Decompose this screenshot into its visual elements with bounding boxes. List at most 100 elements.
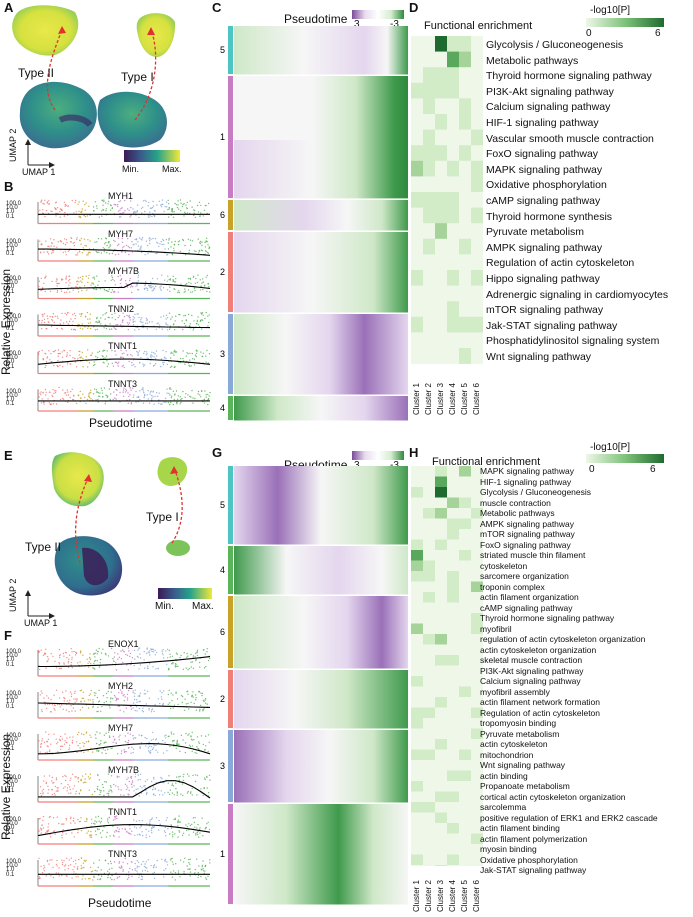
- y-tick-label: 100.0: [6, 201, 22, 207]
- pathway-label: Calcium signaling pathway: [480, 676, 581, 686]
- umap-axis-x-top: UMAP 1: [22, 167, 56, 177]
- y-tick-label: 1.0: [6, 825, 15, 832]
- cluster-column-label: Cluster 4: [448, 879, 457, 912]
- y-tick-label: 0.1: [6, 401, 15, 408]
- heatmap-legend-bottom: [352, 451, 404, 460]
- umap-cluster-bottom-left-top: [19, 81, 97, 149]
- enrichment-legend-max-top: 6: [655, 28, 661, 39]
- enrichment-heatmap-bottom: [411, 466, 483, 866]
- gene-label: ENOX1: [108, 639, 139, 649]
- umap-axis-x-bottom: UMAP 1: [24, 618, 58, 628]
- cluster-label: 6: [220, 210, 225, 220]
- enrichment-legend-min-top: 0: [586, 28, 592, 39]
- cluster-label: 5: [220, 500, 225, 510]
- expression-plots-bottom: [37, 647, 211, 887]
- trajectory-arrow-type2-bottom: [74, 477, 89, 564]
- pathway-label: positive regulation of ERK1 and ERK2 cas…: [480, 812, 658, 823]
- y-tick-label: 0.1: [6, 213, 15, 220]
- y-tick-label: 0.1: [6, 326, 15, 333]
- umap-type-right-top: Type I: [121, 70, 154, 84]
- expression-plots-top: [37, 199, 211, 412]
- cluster-column-label: Cluster 6: [472, 879, 481, 912]
- y-tick-label: 100.0: [6, 351, 22, 357]
- pathway-label: cortical actin cytoskeleton organization: [480, 791, 626, 802]
- cluster-label: 3: [220, 349, 225, 359]
- enrichment-legend-min-bottom: 0: [589, 464, 595, 475]
- y-tick-label: 100.0: [6, 649, 22, 655]
- pathway-label: AMPK signaling pathway: [480, 518, 575, 529]
- pathway-label: skeletal muscle contraction: [480, 655, 583, 665]
- pathway-label: cAMP signaling pathway: [486, 195, 601, 207]
- y-tick-label: 100.0: [6, 691, 22, 697]
- y-tick-label: 1.0: [6, 657, 15, 664]
- gene-label: TNNT3: [108, 849, 137, 859]
- pathway-label: tropomyosin binding: [480, 718, 557, 728]
- y-tick-label: 10.0: [6, 280, 18, 287]
- pathway-label: myofibril assembly: [480, 686, 550, 697]
- cluster-label: 2: [220, 694, 225, 704]
- pathway-label: Propanoate metabolism: [480, 781, 570, 791]
- pathway-label: PI3K-Akt signaling pathway: [486, 85, 614, 98]
- pathway-label: AMPK signaling pathway: [486, 241, 603, 254]
- umap-legend-min-top: Min.: [122, 164, 140, 174]
- cluster-label: 6: [220, 627, 225, 637]
- gene-label: MYH1: [108, 191, 134, 201]
- cluster-column-label: Cluster 2: [424, 382, 433, 415]
- umap-cluster-bottom-right-top: [97, 91, 167, 148]
- y-tick-label: 10.0: [6, 242, 18, 249]
- enrichment-legend-max-bottom: 6: [650, 464, 656, 475]
- y-tick-label: 1.0: [6, 321, 15, 328]
- pathway-label: Metabolic pathways: [480, 508, 555, 518]
- heatmap-legend-top: [352, 10, 404, 19]
- pathway-label: myosin binding: [480, 844, 537, 854]
- trajectory-arrow-type2-top: [46, 29, 63, 111]
- heatmap-legend-hi-top: 3: [354, 19, 360, 30]
- pathway-label: striated muscle thin filament: [480, 550, 586, 560]
- pathway-label: Regulation of actin cytoskeleton: [486, 257, 635, 270]
- umap-axis-y-top: UMAP 2: [8, 128, 18, 162]
- pathway-label: Glycolysis / Gluconeogenesis: [486, 39, 624, 51]
- umap-color-legend-bottom: [158, 588, 212, 599]
- cluster-column-label: Cluster 1: [412, 879, 421, 912]
- enrichment-title-bottom: Functional enrichment: [432, 456, 541, 468]
- y-tick-label: 10.0: [6, 863, 18, 870]
- gene-label: TNNI2: [108, 303, 135, 314]
- pathway-label: FoxO signaling pathway: [486, 148, 599, 161]
- panel-label-c: C: [212, 0, 222, 15]
- pathway-label: Calcium signaling pathway: [486, 101, 611, 114]
- gene-label: TNNT3: [108, 378, 137, 389]
- pathway-label: Adrenergic signaling in cardiomyocytes: [486, 288, 669, 301]
- y-tick-label: 1.0: [6, 783, 15, 790]
- cluster-column-label: Cluster 5: [460, 879, 469, 912]
- trajectory-arrow-type1-top: [134, 31, 157, 121]
- pathway-label: myofibril: [480, 623, 512, 634]
- enrichment-legend-bar-top: [586, 18, 664, 27]
- y-tick-label: 0.1: [6, 829, 15, 836]
- panel-label-e: E: [4, 448, 13, 463]
- pathway-label: mitochondrion: [480, 749, 534, 760]
- y-tick-label: 0.1: [6, 288, 15, 295]
- y-tick-label: 0.1: [6, 661, 15, 668]
- y-tick-label: 100.0: [6, 238, 22, 245]
- pathway-label: Phosphatidylinositol signaling system: [486, 335, 660, 348]
- pathway-label: Jak-STAT signaling pathway: [480, 865, 587, 875]
- pathway-label: actin cytoskeleton organization: [480, 644, 597, 655]
- panel-label-b: B: [4, 179, 14, 194]
- cluster-label: 3: [220, 761, 225, 771]
- y-tick-label: 1.0: [6, 359, 15, 366]
- y-tick-label: 1.0: [6, 699, 15, 706]
- y-tick-label: 10.0: [6, 737, 18, 744]
- cluster-column-label: Cluster 3: [436, 879, 445, 912]
- enrichment-legend-bar-bottom: [586, 454, 664, 463]
- y-tick-label: 100.0: [6, 817, 22, 823]
- pathway-label: troponin complex: [480, 581, 545, 592]
- y-tick-label: 10.0: [6, 821, 18, 828]
- pathway-label: actin filament polymerization: [480, 833, 588, 844]
- pathway-label: Regulation of actin cytoskeleton: [480, 707, 601, 718]
- umap-plot-bottom: [25, 452, 212, 619]
- pathway-label: Vascular smooth muscle contraction: [486, 132, 654, 145]
- pathway-label: Hippo signaling pathway: [486, 273, 600, 285]
- pathway-label: sarcomere organization: [480, 571, 569, 581]
